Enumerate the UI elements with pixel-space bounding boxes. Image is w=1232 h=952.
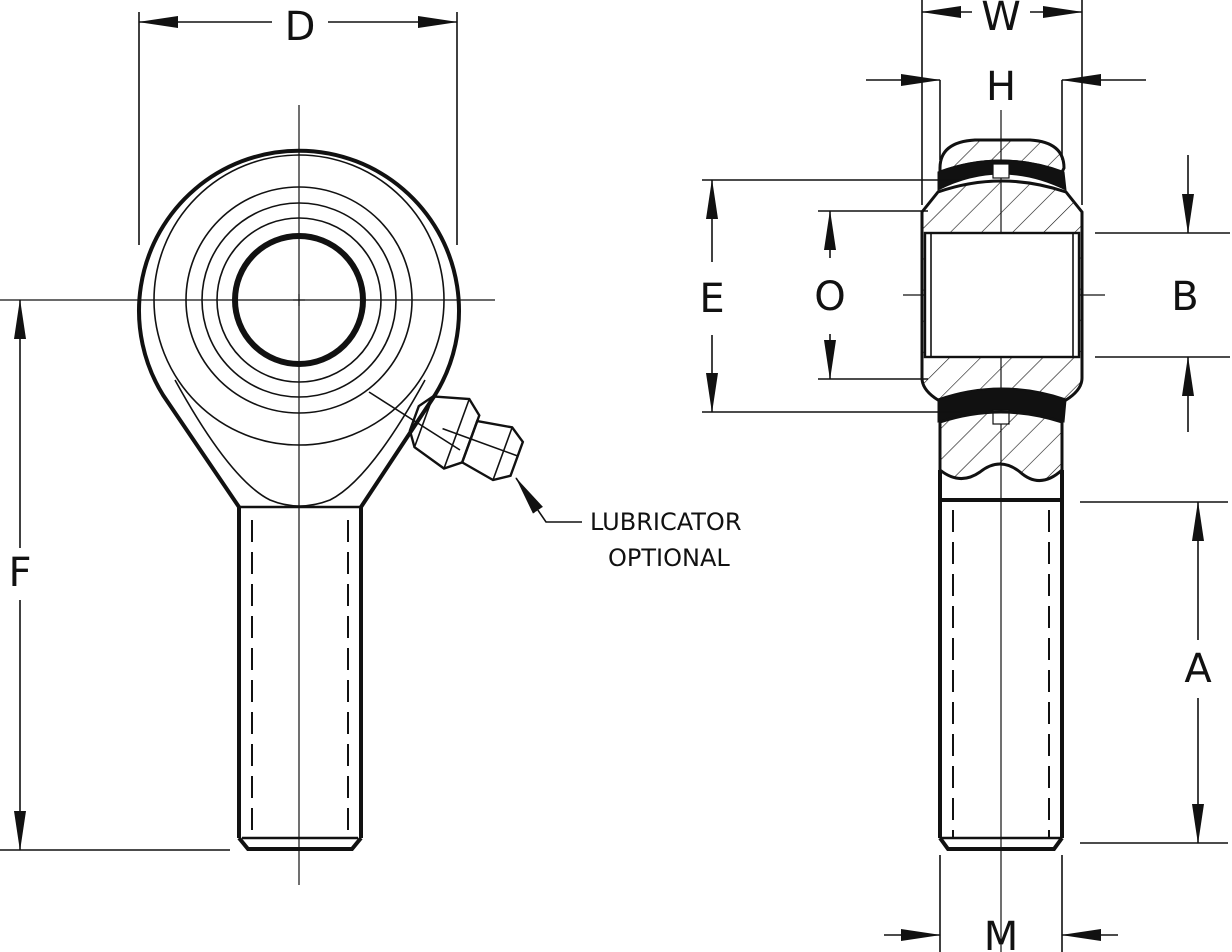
- dimension-E: E: [699, 179, 960, 413]
- bore-circle: [232, 233, 366, 367]
- lubricator-note-line2: OPTIONAL: [608, 544, 730, 572]
- dimension-M: M: [884, 855, 1118, 952]
- rod-end-head-outline: [137, 148, 461, 509]
- dimension-E-label: E: [699, 276, 724, 322]
- bore-section: [923, 231, 1081, 359]
- dimension-H-label: H: [986, 64, 1016, 110]
- dimension-D-label: D: [285, 4, 316, 50]
- dimension-B-label: B: [1171, 274, 1198, 320]
- front-shank: [237, 505, 363, 851]
- dimension-A-label: A: [1184, 646, 1212, 692]
- dimension-H: H: [866, 64, 1146, 160]
- dimension-B: B: [1095, 155, 1230, 432]
- liner-top: [937, 159, 1067, 191]
- ball-ring: [216, 217, 382, 383]
- dimension-F-label: F: [8, 550, 31, 596]
- dimension-W-label: W: [981, 0, 1021, 40]
- front-view: LUBRICATOR OPTIONAL D F: [0, 4, 742, 885]
- side-shank: [938, 500, 1064, 851]
- dimension-F: F: [0, 299, 230, 851]
- lubricator-note-line1: LUBRICATOR: [590, 508, 742, 536]
- dimension-D: D: [138, 4, 458, 245]
- dimension-W: W: [921, 0, 1083, 205]
- outer-race-ring: [153, 154, 445, 446]
- dimension-O-label: O: [814, 274, 845, 320]
- neck-inner-curve: [174, 379, 426, 507]
- dimension-O: O: [814, 210, 928, 380]
- race-ring-3: [201, 202, 397, 398]
- lubricator-fitting: [408, 395, 525, 482]
- housing-bottom-section: [938, 410, 1064, 482]
- race-ring-2: [185, 186, 413, 414]
- lubricator-leader: [368, 391, 461, 451]
- side-view: W H E O: [699, 0, 1230, 952]
- dimension-M-label: M: [984, 914, 1019, 952]
- dimension-A: A: [1080, 501, 1228, 844]
- lubricator-note-leader: [515, 477, 582, 523]
